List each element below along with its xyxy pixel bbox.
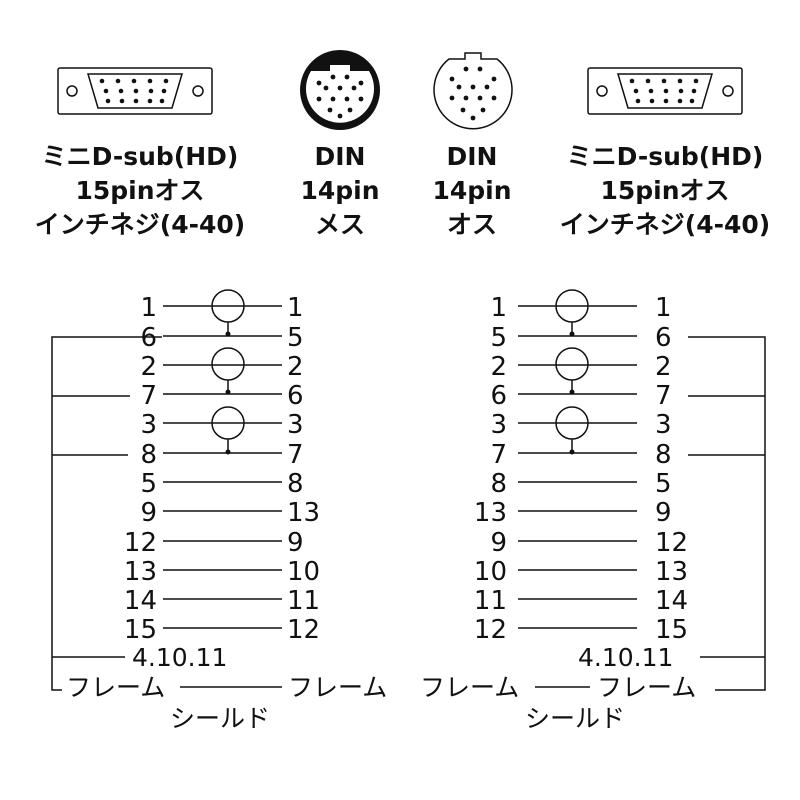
pin-number: 8	[287, 469, 304, 499]
label-line: オス	[446, 210, 497, 239]
pin-number: 1	[655, 293, 672, 323]
pin-number: 1	[490, 293, 507, 323]
label-line: ミニD-sub(HD)	[41, 142, 239, 171]
right-wiring	[535, 289, 766, 691]
pin-number: 8	[140, 440, 157, 470]
frame-label: フレーム	[66, 673, 165, 702]
pin-number: 9	[287, 528, 304, 558]
label-line: DIN	[314, 142, 366, 171]
din-female-icon	[300, 50, 380, 130]
label-line: 15pinオス	[600, 176, 730, 205]
pin-number: 9	[655, 498, 672, 528]
pin-number: 12	[655, 528, 688, 558]
connector-label-din-male: DIN 14pin オス	[412, 140, 532, 242]
pin-number: 13	[474, 498, 507, 528]
pin-number: 15	[655, 615, 688, 645]
pin-number: 15	[124, 615, 157, 645]
pin-number: 9	[140, 498, 157, 528]
pin-number: 7	[655, 381, 672, 411]
shield-label: シールド	[170, 704, 270, 733]
pin-number: 1	[287, 293, 304, 323]
shield-label: シールド	[525, 704, 625, 733]
pin-number: 5	[655, 469, 672, 499]
pin-number: 11	[474, 586, 507, 616]
pin-number: 8	[490, 469, 507, 499]
connector-label-right-vga: ミニD-sub(HD) 15pinオス インチネジ(4-40)	[545, 140, 785, 242]
pin-number: 2	[287, 352, 304, 382]
pin-number: 7	[140, 381, 157, 411]
pin-number: 1	[140, 293, 157, 323]
left-wiring	[51, 289, 282, 691]
pin-number: 5	[490, 323, 507, 353]
pin-number: 14	[124, 586, 157, 616]
pin-number: 6	[490, 381, 507, 411]
pin-number: 2	[655, 352, 672, 382]
label-line: 14pin	[300, 176, 380, 205]
pin-number: 7	[490, 440, 507, 470]
label-line: メス	[314, 210, 365, 239]
pin-number: 14	[655, 586, 688, 616]
din-male-icon	[433, 52, 513, 130]
pin-number: 5	[140, 469, 157, 499]
pin-number: 6	[140, 323, 157, 353]
frame-label: フレーム	[420, 673, 519, 702]
pin-number: 3	[140, 410, 157, 440]
pin-number: 10	[287, 557, 320, 587]
pin-number: 6	[287, 381, 304, 411]
pin-number: 8	[655, 440, 672, 470]
pin-number: 12	[124, 528, 157, 558]
frame-label: フレーム	[288, 673, 387, 702]
connector-label-left-vga: ミニD-sub(HD) 15pinオス インチネジ(4-40)	[20, 140, 260, 242]
pin-number: 6	[655, 323, 672, 353]
ground-pins-label: 4.10.11	[132, 643, 227, 672]
label-line: DIN	[446, 142, 498, 171]
label-line: 14pin	[432, 176, 512, 205]
pin-number: 7	[287, 440, 304, 470]
pin-number: 13	[124, 557, 157, 587]
label-line: 15pinオス	[75, 176, 205, 205]
coax-shield-icon	[555, 347, 589, 381]
pin-number: 13	[655, 557, 688, 587]
pin-number: 2	[490, 352, 507, 382]
frame-label: フレーム	[597, 673, 696, 702]
pin-number: 11	[287, 586, 320, 616]
pin-number: 3	[287, 410, 304, 440]
pin-number: 13	[287, 498, 320, 528]
label-line: インチネジ(4-40)	[34, 210, 246, 239]
label-line: ミニD-sub(HD)	[566, 142, 764, 171]
pin-number: 3	[490, 410, 507, 440]
label-line: インチネジ(4-40)	[559, 210, 771, 239]
pin-number: 12	[474, 615, 507, 645]
vga-connector-icon	[587, 67, 743, 115]
pin-number: 5	[287, 323, 304, 353]
coax-shield-icon	[211, 347, 245, 381]
pin-number: 3	[655, 410, 672, 440]
pin-number: 2	[140, 352, 157, 382]
pin-number: 9	[490, 528, 507, 558]
pin-number: 12	[287, 615, 320, 645]
pin-number: 10	[474, 557, 507, 587]
connector-label-din-female: DIN 14pin メス	[280, 140, 400, 242]
vga-connector-icon	[57, 67, 213, 115]
ground-pins-label: 4.10.11	[578, 643, 673, 672]
